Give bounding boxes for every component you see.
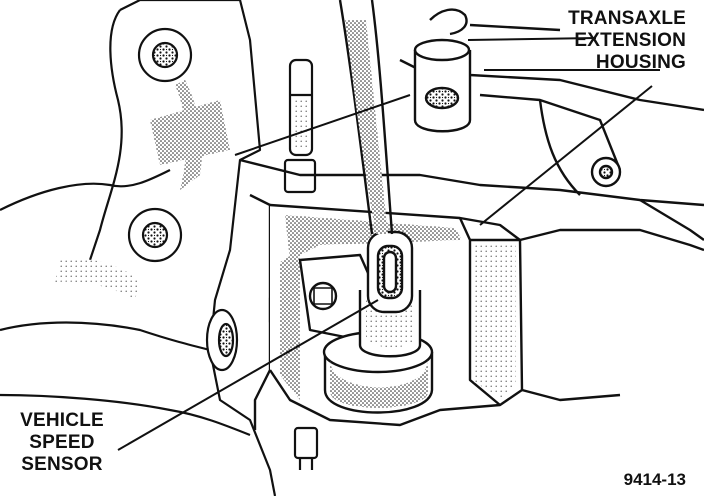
vehicle-speed-sensor-label: VEHICLE SPEED SENSOR — [6, 410, 118, 476]
leader-lines — [117, 37, 660, 451]
leader-line-vss — [117, 299, 379, 451]
label-line: HOUSING — [595, 52, 686, 73]
leader-line-transaxle-1 — [467, 37, 597, 41]
engine-block — [0, 0, 277, 496]
label-line: VEHICLE — [20, 410, 104, 431]
vehicle-speed-sensor — [322, 0, 434, 414]
label-line: SPEED — [29, 432, 95, 453]
figure-number: 9414-13 — [623, 470, 686, 489]
label-line: EXTENSION — [574, 30, 686, 51]
leader-line-transaxle-3 — [479, 85, 653, 226]
label-line: SENSOR — [21, 454, 103, 475]
transaxle-extension-housing-label: TRANSAXLE EXTENSION HOUSING — [568, 8, 686, 74]
leader-line-vss-2 — [234, 94, 411, 156]
label-line: TRANSAXLE — [568, 8, 686, 29]
